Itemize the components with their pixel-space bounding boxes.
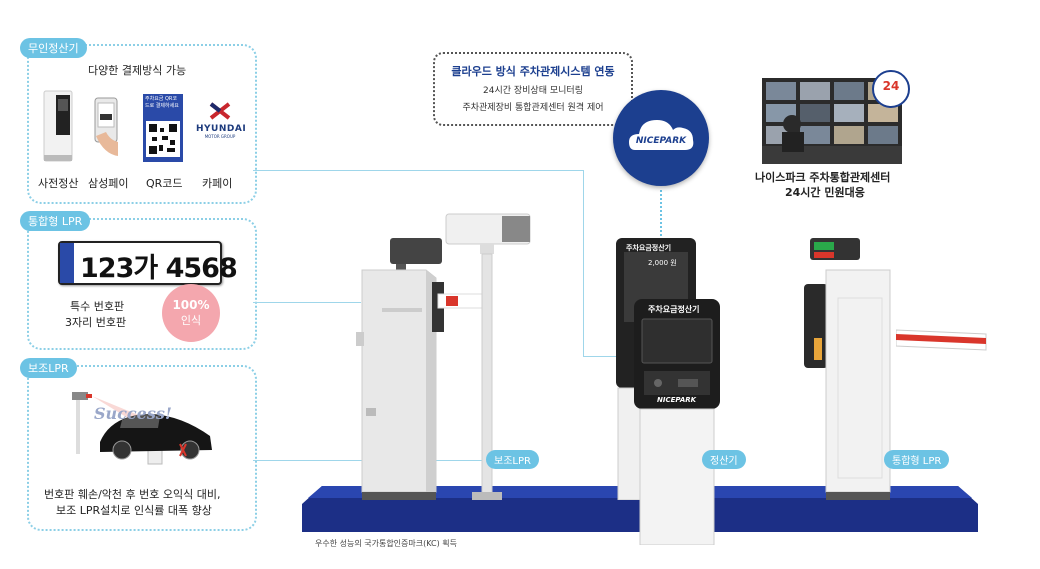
cloud-logo-text: NICEPARK: [635, 136, 687, 146]
unmanned-tag: 무인정산기: [20, 38, 87, 58]
lpr-desc-line1: 특수 번호판: [70, 300, 125, 313]
lpr-desc-line2: 3자리 번호판: [65, 316, 127, 329]
stage-label-integrated-lpr: 통합형 LPR: [884, 450, 950, 469]
recognition-badge: 100% 인식: [162, 284, 220, 342]
method-label-carpay: 카페이: [202, 177, 233, 190]
cloud-icon: [629, 120, 694, 150]
license-plate: 123가 4568: [58, 241, 238, 285]
recognition-label: 인식: [180, 314, 202, 327]
method-label-qr: QR코드: [146, 177, 183, 190]
aux-lpr-tag: 보조LPR: [20, 358, 77, 378]
connector-lpr: [253, 302, 361, 303]
payment-kiosk-front: [634, 299, 720, 546]
integrated-lpr-unit-right: [800, 238, 896, 500]
aux-desc-line2: 보조 LPR설치로 인식률 대폭 향상: [56, 504, 212, 517]
method-label-prepay: 사전정산: [38, 177, 79, 190]
cloud-info-box: 클라우드 방식 주차관제시스템 연동 24시간 장비상태 모니터링 주차관제장비…: [433, 52, 633, 126]
cloud-box-line1: 24시간 장비상태 모니터링: [483, 86, 583, 96]
samsung-pay-image: [92, 96, 122, 158]
hyundai-sub-text: MOTOR GROUP: [204, 134, 236, 139]
connector-unmanned-down: [583, 170, 584, 356]
integrated-lpr-tag: 통합형 LPR: [20, 211, 91, 231]
hyundai-brand-text: HYUNDAI: [196, 124, 247, 134]
nicepark-cloud-logo: NICEPARK: [613, 90, 709, 186]
kiosk-rear-title: 주차요금정산기: [626, 244, 672, 252]
hours-24-value: 24: [882, 79, 900, 93]
kiosk-rear-amount: 2,000 원: [648, 259, 677, 267]
aux-desc-line1: 번호판 훼손/악천 후 번호 오익식 대비,: [44, 488, 221, 501]
unmanned-heading: 다양한 결제방식 가능: [88, 64, 187, 77]
qr-code-image: 주차요금 QR코드로 결제하세요: [143, 94, 183, 162]
connector-cloud-down: [660, 190, 662, 240]
plate-number: 123가 4568: [80, 253, 238, 284]
connector-unmanned: [253, 170, 583, 171]
kc-certification-footnote: 우수한 성능의 국가통합인증마크(KC) 획득: [315, 539, 458, 548]
plate-eu-strip: [60, 243, 74, 283]
prepay-kiosk-image: [42, 89, 74, 163]
method-label-samsung: 삼성페이: [88, 177, 129, 190]
qr-caption: 주차요금 QR코드로 결제하세요: [145, 96, 179, 109]
control-center-line2: 24시간 민원대응: [785, 186, 865, 199]
control-center-line1: 나이스파크 주차통합관제센터: [755, 171, 891, 184]
success-text: Success!: [94, 404, 172, 423]
integrated-lpr-panel: [27, 218, 257, 350]
stage-label-kiosk: 정산기: [702, 450, 746, 469]
hyundai-logo: HYUNDAI MOTOR GROUP: [196, 102, 247, 150]
kiosk-brand: NICEPARK: [657, 396, 697, 404]
aux-lpr-panel: [27, 365, 257, 531]
cloud-box-line2: 주차관제장비 통합관제센터 원격 제어: [462, 103, 604, 113]
kiosk-front-title: 주차요금정산기: [648, 305, 700, 314]
connector-unmanned-end: [583, 356, 623, 357]
unmanned-panel: [27, 44, 257, 204]
barrier-arm-right: [895, 326, 988, 354]
integrated-lpr-unit-left: [354, 238, 487, 500]
cloud-box-title: 클라우드 방식 주차관제시스템 연동: [451, 65, 615, 78]
aux-lpr-car-scene: [60, 384, 220, 474]
aux-lpr-camera-pole: [440, 210, 534, 502]
stage-label-aux-lpr: 보조LPR: [486, 450, 539, 469]
recognition-value: 100%: [172, 298, 210, 312]
hours-24-badge: 24: [872, 70, 910, 108]
